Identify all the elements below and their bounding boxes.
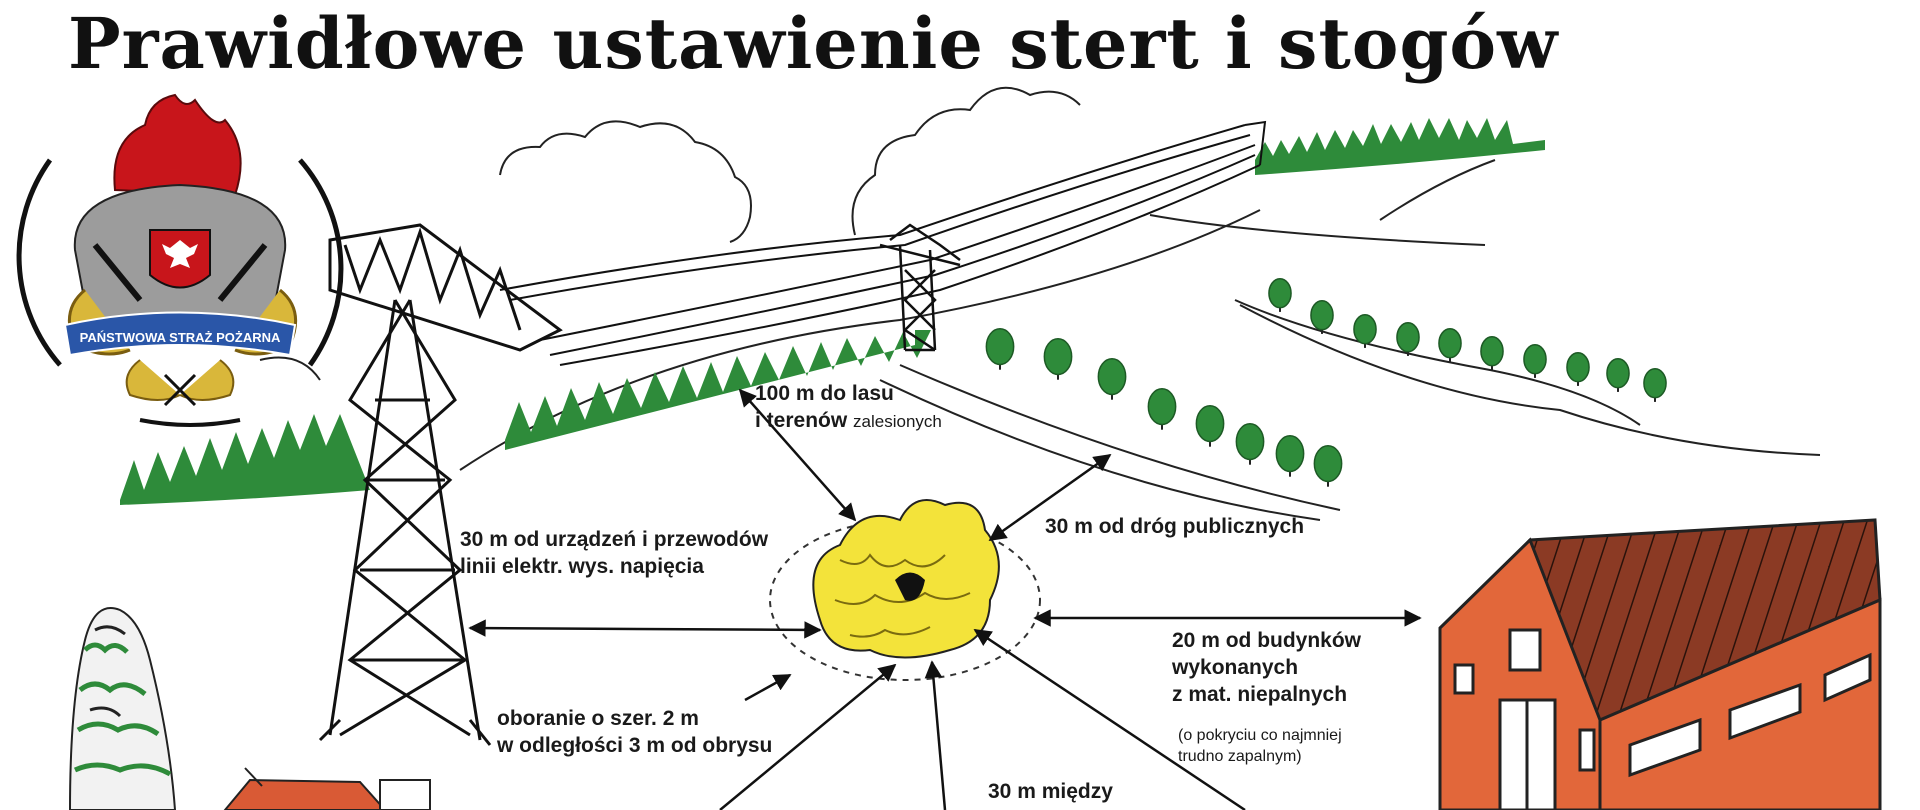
power-tower-large-icon: [318, 223, 563, 746]
tree-tall-icon: [68, 607, 177, 810]
tree-row-hill: [1268, 278, 1667, 402]
label-power: 30 m od urządzeń i przewodów linii elekt…: [460, 526, 768, 580]
tree-icon: [1353, 314, 1377, 348]
forest-middle-icon: [505, 330, 931, 450]
tree-icon: [1313, 445, 1343, 487]
label-power-line1: 30 m od urządzeń i przewodów: [460, 528, 769, 551]
tree-icon: [1643, 368, 1667, 402]
tree-icon: [1523, 344, 1547, 378]
tree-icon: [1097, 358, 1127, 400]
label-forest-suffix: zalesionych: [853, 412, 942, 431]
label-buildings-note2: trudno zapalnym): [1178, 748, 1302, 765]
label-buildings: 20 m od budynków wykonanych z mat. niepa…: [1172, 627, 1361, 708]
tree-icon: [1147, 388, 1177, 430]
label-forest-line1: 100 m do lasu: [755, 382, 894, 405]
label-plowing-line2: w odległości 3 m od obrysu: [497, 734, 773, 757]
psp-emblem-icon: PAŃSTWOWA STRAŻ POŻARNA: [16, 93, 344, 427]
tree-icon: [1043, 338, 1073, 380]
label-roads-line1: 30 m od dróg publicznych: [1045, 515, 1305, 538]
label-plowing-line1: oboranie o szer. 2 m: [497, 707, 699, 730]
tree-icon: [1606, 358, 1630, 392]
tree-icon: [1438, 328, 1462, 362]
label-forest-prefix: i terenów: [755, 409, 854, 432]
arrow-power: [468, 619, 822, 639]
tree-icon: [1195, 405, 1225, 447]
label-buildings-note: (o pokryciu co najmniej trudno zapalnym): [1178, 725, 1342, 767]
arrow-forest: [738, 388, 857, 522]
cloud-right-icon: [851, 86, 1081, 236]
label-between-line1: 30 m między: [988, 780, 1113, 803]
arrow-roads: [988, 453, 1112, 542]
tree-icon: [1275, 435, 1305, 477]
label-plowing: oboranie o szer. 2 m w odległości 3 m od…: [497, 705, 772, 759]
building-icon: [1438, 518, 1882, 810]
label-power-line2: linii elektr. wys. napięcia: [460, 555, 704, 578]
emblem-text: PAŃSTWOWA STRAŻ POŻARNA: [80, 330, 281, 345]
label-buildings-note1: (o pokryciu co najmniej: [1178, 727, 1342, 744]
label-between: 30 m między: [988, 778, 1113, 805]
label-buildings-line2: wykonanych: [1172, 656, 1299, 679]
tree-icon: [985, 328, 1015, 370]
haystack-icon: [769, 499, 1041, 681]
tree-row-roadside: [985, 328, 1343, 487]
arrow-bottom-3: [973, 628, 1246, 810]
forest-left-icon: [120, 414, 370, 505]
arrow-plow: [744, 673, 792, 702]
label-forest-line2: i terenów zalesionych: [755, 407, 942, 435]
tree-icon: [1396, 322, 1420, 356]
cloud-left-icon: [499, 120, 752, 243]
arrow-bottom-1: [719, 663, 897, 810]
tree-icon: [1566, 352, 1590, 386]
label-roads: 30 m od dróg publicznych: [1045, 513, 1304, 540]
tree-icon: [1480, 336, 1504, 370]
label-buildings-line3: z mat. niepalnych: [1172, 683, 1348, 706]
forest-far-icon: [1255, 118, 1545, 175]
tree-icon: [1235, 423, 1265, 465]
page-title: Prawidłowe ustawienie stert i stogów: [68, 2, 1559, 85]
distance-arrows: [468, 388, 1422, 810]
arrow-bottom-2: [924, 660, 947, 810]
label-buildings-line1: 20 m od budynków: [1172, 629, 1362, 652]
tree-icon: [1268, 278, 1292, 312]
label-forest: 100 m do lasu i terenów zalesionych: [755, 380, 942, 435]
power-lines: [499, 120, 1267, 366]
tree-icon: [1310, 300, 1334, 334]
house-small-icon: [223, 767, 431, 810]
